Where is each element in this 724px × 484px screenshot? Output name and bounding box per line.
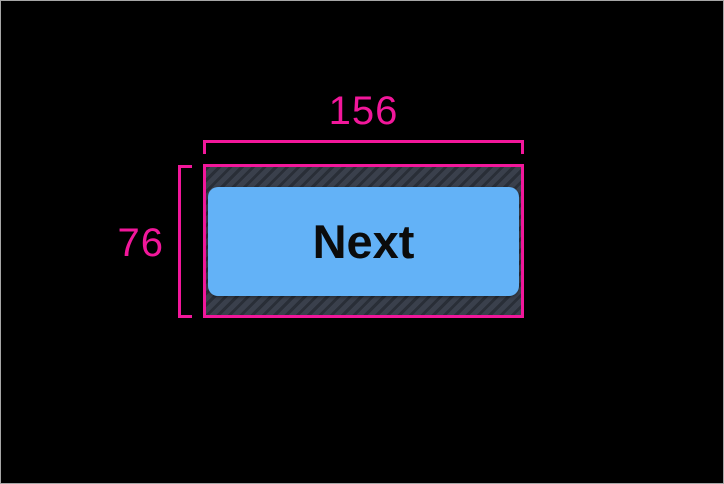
- height-measurement-bracket: [178, 165, 192, 318]
- width-dimension-label: 156: [328, 89, 399, 133]
- width-measurement-bracket: [203, 140, 524, 154]
- next-button[interactable]: Next: [208, 187, 519, 296]
- height-dimension-label: 76: [117, 221, 164, 265]
- selected-view-bounds-hatch: Next: [203, 164, 524, 318]
